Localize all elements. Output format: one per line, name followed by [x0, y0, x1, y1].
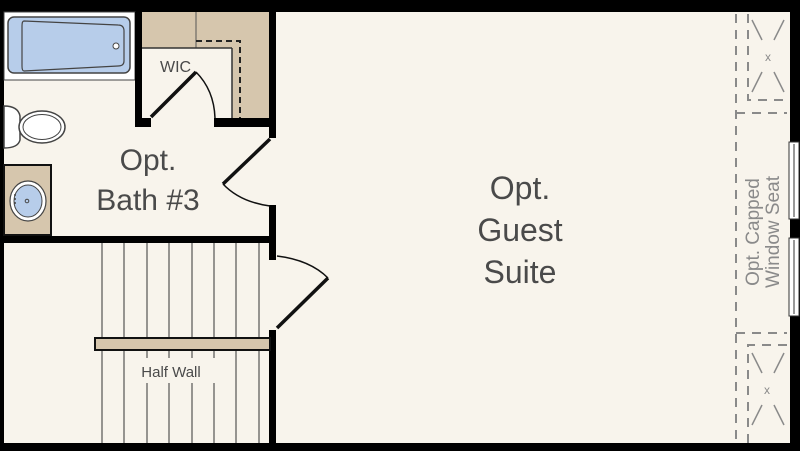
- bath-door[interactable]: [221, 137, 272, 186]
- sink-vanity: [3, 164, 52, 236]
- bath-label-line2: Bath #3: [96, 184, 199, 217]
- toilet: [3, 105, 66, 149]
- bath-label-line1: Opt.: [120, 144, 177, 177]
- guest-label-line1: Opt.: [490, 170, 550, 206]
- window-seat-outline: [735, 14, 787, 443]
- guest-label-line3: Suite: [484, 254, 557, 290]
- interior-walls: [0, 12, 276, 443]
- wic-door[interactable]: [149, 70, 198, 119]
- window-seat-label-line2: Window Seat: [763, 175, 784, 288]
- guest-label-line2: Guest: [477, 212, 562, 248]
- bathtub: [3, 11, 136, 81]
- stair-door[interactable]: [275, 276, 330, 330]
- doors: [149, 70, 330, 330]
- windows: [788, 141, 800, 317]
- cabinet-x-mark: x: [764, 383, 770, 397]
- cabinet-x-mark: x: [765, 50, 771, 64]
- window-seat-label-line1: Opt. Capped: [743, 178, 764, 286]
- half-wall-label: Half Wall: [141, 364, 200, 381]
- half-wall: [94, 337, 271, 351]
- wic-label: WIC: [160, 59, 191, 76]
